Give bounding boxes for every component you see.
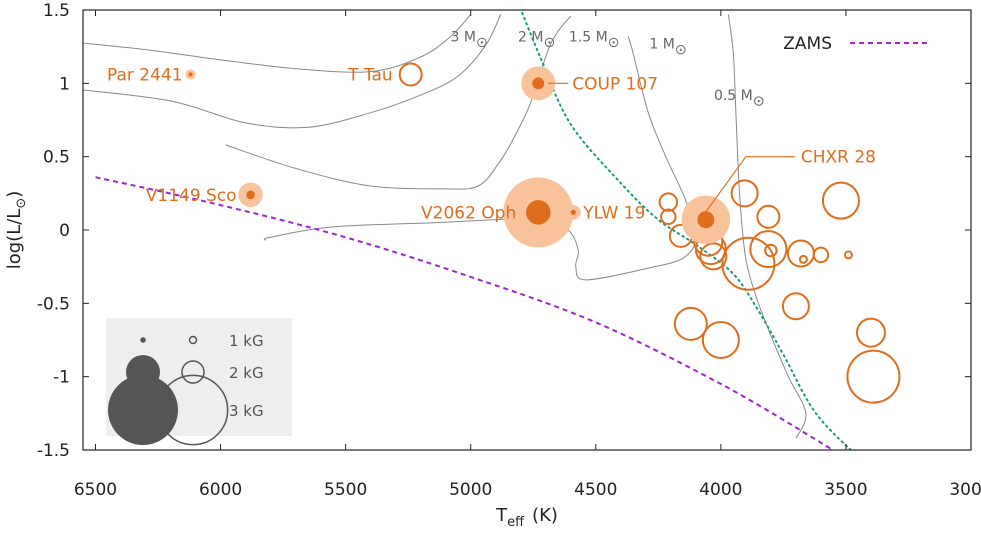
- x-tick-label-4: 4500: [574, 480, 617, 500]
- legend-label-1: 2 kG: [229, 364, 264, 382]
- y-tick-label-5: -1: [53, 368, 70, 388]
- star-labels-layer: 3 M 2 M 1.5 M 1 M 0.5 M ZAMS Par 2441 T Tau COUP…: [107, 29, 928, 223]
- star-outline-3: [673, 306, 708, 341]
- sun-symbol-ring-3: [676, 45, 686, 55]
- star-outline-21: [846, 349, 901, 404]
- star-core-0: [188, 72, 193, 77]
- track-mass-label-2: 1.5 M: [569, 29, 608, 45]
- sun-symbol-ring-1: [544, 37, 555, 48]
- x-tick-label-5: 4000: [699, 480, 742, 500]
- y-axis-title-main: log(L/L: [4, 209, 25, 270]
- star-outline-20: [855, 317, 886, 348]
- evolutionary-track-0: [83, 14, 472, 73]
- legend-label-2: 3 kG: [229, 402, 264, 420]
- sun-symbol-ring-4: [754, 96, 764, 106]
- x-tick-label-2: 5500: [324, 480, 367, 500]
- star-label-1: T Tau: [347, 66, 393, 86]
- legend-outline-marker-2: [157, 374, 229, 446]
- evolutionary-track-1: [83, 14, 502, 129]
- star-leader-6: [705, 156, 795, 213]
- star-outline-1: [660, 208, 677, 226]
- legend-outline-marker-0: [188, 335, 198, 345]
- star-core-5: [570, 209, 576, 215]
- y-axis-title: log(L/L⊙): [4, 191, 29, 270]
- star-outline-16: [798, 254, 808, 264]
- y-axis-title-sun-symbol: ⊙: [14, 198, 29, 209]
- star-ring-1: [398, 62, 423, 87]
- star-label-0: Par 2441: [107, 66, 183, 86]
- sun-symbol-dot-3: [679, 48, 682, 51]
- sun-symbol-ring-0: [477, 37, 487, 48]
- star-outline-9: [730, 179, 759, 208]
- sun-symbol-dot-0: [480, 41, 484, 44]
- y-tick-label-3: 0: [59, 221, 70, 241]
- sun-symbol-ring-2: [608, 37, 619, 48]
- y-tick-label-4: -0.5: [37, 294, 70, 314]
- star-core-4: [526, 200, 551, 225]
- sun-symbol-dot-1: [548, 41, 551, 44]
- star-outline-11: [756, 204, 781, 229]
- x-axis-title-unit: (K): [532, 505, 558, 526]
- star-label-5: YLW 19: [582, 203, 645, 223]
- star-label-2: COUP 107: [572, 74, 658, 94]
- star-outline-17: [812, 246, 830, 264]
- track-mass-label-3: 1 M: [649, 37, 674, 53]
- star-label-4: V2062 Oph: [421, 203, 516, 223]
- star-outline-0: [658, 192, 679, 212]
- star-core-3: [246, 190, 255, 200]
- star-outline-6: [699, 242, 728, 271]
- track-mass-label-4: 0.5 M: [714, 88, 753, 104]
- star-core-2: [532, 77, 545, 90]
- star-outline-14: [781, 292, 810, 321]
- x-tick-label-0: 6500: [74, 480, 117, 500]
- legend-filled-marker-2: [108, 375, 178, 445]
- star-outline-19: [843, 250, 853, 260]
- star-outline-8: [701, 321, 740, 359]
- star-outline-12: [749, 230, 788, 269]
- y-tick-label-6: -1.5: [37, 441, 70, 461]
- y-tick-label-0: 1.5: [43, 1, 70, 21]
- axes-layer: 6500 6000 5500 5000 4500 4000 3500 3000 1.5 1 0.5 0…: [37, 1, 981, 500]
- evolutionary-track-4: [727, 14, 807, 439]
- track-mass-label-1: 2 M: [518, 29, 543, 45]
- star-label-3: V1149 Sco: [146, 186, 237, 206]
- zams-line: [95, 176, 834, 450]
- legend-filled-marker-0: [140, 337, 146, 343]
- y-tick-label-2: 0.5: [43, 148, 70, 168]
- sun-symbol-dot-2: [612, 41, 615, 44]
- y-tick-label-1: 1: [59, 74, 70, 94]
- x-tick-label-6: 3500: [824, 480, 867, 500]
- star-outline-10: [721, 236, 776, 291]
- evolutionary-track-3: [263, 36, 697, 281]
- star-core-6: [697, 211, 715, 229]
- x-axis-title-subscript: eff: [507, 515, 525, 530]
- star-marks-layer: [185, 62, 901, 404]
- x-axis-title-main: T: [495, 505, 508, 526]
- sun-symbol-dot-4: [757, 99, 760, 103]
- star-label-6: CHXR 28: [801, 148, 876, 168]
- star-outline-18: [821, 181, 860, 220]
- x-tick-label-1: 6000: [199, 480, 242, 500]
- x-tick-label-3: 5000: [449, 480, 492, 500]
- legend-label-0: 1 kG: [229, 332, 264, 350]
- legend-outline-marker-1: [181, 360, 205, 384]
- legend: 1 kG 2 kG 3 kG: [106, 318, 292, 446]
- zams-legend-label: ZAMS: [783, 34, 832, 54]
- star-outline-13: [764, 243, 778, 258]
- x-axis-title: Teff (K): [495, 505, 558, 530]
- x-tick-label-7: 3000: [949, 480, 981, 500]
- y-axis-title-close: ): [4, 191, 25, 198]
- track-mass-label-0: 3 M: [450, 29, 475, 45]
